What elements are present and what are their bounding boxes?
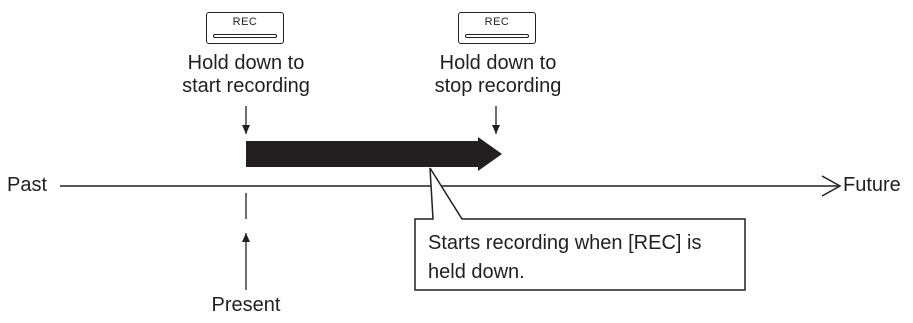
present-label: Present [211, 294, 281, 316]
timeline-arrowhead [821, 175, 842, 197]
rec-key-icon: REC [458, 12, 536, 44]
future-label: Future [843, 174, 901, 196]
stop-caption: Hold down to stop recording [426, 52, 570, 98]
stop-caption-line1: Hold down to [439, 52, 557, 74]
recording-duration-arrow [246, 137, 502, 171]
rec-key-icon: REC [206, 12, 284, 44]
stop-caption-line2: stop recording [434, 75, 562, 97]
start-caption-line1: Hold down to [187, 52, 305, 74]
start-caption-line2: start recording [182, 75, 310, 97]
rec-key-slot [213, 34, 277, 38]
rec-key-slot [465, 34, 529, 38]
start-caption: Hold down to start recording [176, 52, 316, 98]
callout-bubble [414, 167, 746, 291]
callout-line1: Starts recording when [REC] is [428, 232, 702, 254]
rec-key-label: REC [484, 16, 510, 28]
callout-text: Starts recording when [REC] is held down… [428, 229, 701, 287]
rec-key-label: REC [232, 16, 258, 28]
callout-line2: held down. [428, 261, 525, 283]
past-label: Past [7, 174, 48, 196]
